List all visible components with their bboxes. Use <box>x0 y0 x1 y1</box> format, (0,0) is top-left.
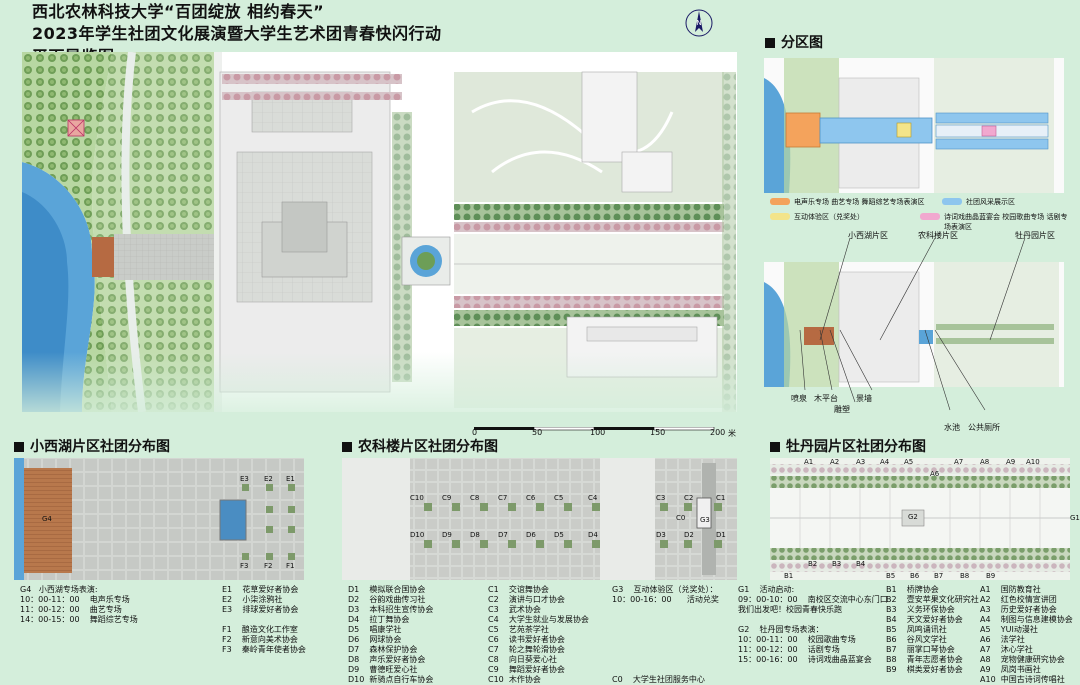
map-code-B6: B6 <box>910 572 920 580</box>
facility-toilet: 公共厕所 <box>968 423 1000 432</box>
zone-label-mudan: 牡丹园片区 <box>1015 231 1055 240</box>
map-code-E3: E3 <box>240 475 249 483</box>
zone-map-title: 分区图 <box>765 32 823 52</box>
scale-tick-200: 200 <box>710 428 726 437</box>
map-code-B5: B5 <box>886 572 896 580</box>
map-code-B8: B8 <box>960 572 970 580</box>
nongke-section-title: 农科楼片区社团分布图 <box>342 436 498 456</box>
north-arrow-icon: N <box>684 8 714 38</box>
facility-wall: 景墙 <box>856 394 872 403</box>
map-code-A9: A9 <box>1006 458 1016 466</box>
mudan-legend-g: G1 活动启动: 09：00-10：00 南校区交流中心东门口 我们出发吧！校园… <box>738 585 888 664</box>
map-code-B4: B4 <box>856 560 866 568</box>
nongke-map: C10 C9 C8 C7 C6 C5 C4 D10 D9 D8 D7 D6 D5… <box>342 458 737 580</box>
map-code-A6: A6 <box>930 470 940 478</box>
map-code-E1: E1 <box>286 475 295 483</box>
map-code-D6: D6 <box>526 531 536 539</box>
map-code-G1: G1 <box>1070 514 1080 522</box>
map-code-C10: C10 <box>410 494 424 502</box>
legend-drama: 诗词戏曲晶蓝宴会 校园歌曲专场 话剧专场表演区 <box>944 213 1068 231</box>
map-code-D4: D4 <box>588 531 598 539</box>
mudan-legend-b: B1 桥牌协会 B2 壹安苹果文化研究社 B3 义务环保协会 B4 天文爱好者协… <box>886 585 979 674</box>
legend-swatch-drama <box>920 213 940 220</box>
legend-swatch-performance <box>770 198 790 205</box>
facility-fountain: 喷泉 <box>791 394 807 403</box>
zone-map <box>764 58 1064 193</box>
map-code-B9: B9 <box>986 572 996 580</box>
legend-interactive: 互动体验区（兑奖处） <box>794 213 864 221</box>
legend-performance: 电声乐专场 曲艺专场 舞蹈综艺专场表演区 <box>794 198 925 206</box>
map-code-F3: F3 <box>240 562 249 570</box>
legend-swatch-interactive <box>770 213 790 220</box>
mudan-legend-a: A1 国防教育社 A2 红色校情宣讲团 A3 历史爱好者协会 A4 制图与信息建… <box>980 585 1073 684</box>
leader-lines <box>799 237 1026 411</box>
map-code-A2: A2 <box>830 458 840 466</box>
map-code-C4: C4 <box>588 494 598 502</box>
mudan-section-title: 牡丹园片区社团分布图 <box>770 436 926 456</box>
map-code-F1: F1 <box>286 562 295 570</box>
mudan-map: A1 A2 A3 A4 A5 A6 A7 A8 A9 A10 B1 B2 B3 … <box>770 458 1080 580</box>
north-arrow-label: N <box>696 19 701 27</box>
map-code-A10: A10 <box>1026 458 1040 466</box>
map-code-C9: C9 <box>442 494 452 502</box>
map-code-B3: B3 <box>832 560 842 568</box>
facilities-map <box>764 262 1064 387</box>
map-code-C5: C5 <box>554 494 564 502</box>
facility-pool: 水池 <box>944 423 960 432</box>
map-code-C8: C8 <box>470 494 480 502</box>
map-code-B7: B7 <box>934 572 944 580</box>
map-code-G2: G2 <box>908 513 918 521</box>
map-code-A5: A5 <box>904 458 914 466</box>
legend-exhibition: 社团风采展示区 <box>966 198 1015 206</box>
map-code-D2: D2 <box>684 531 694 539</box>
facility-sculpture: 雕塑 <box>834 405 850 414</box>
map-code-A4: A4 <box>880 458 890 466</box>
map-code-B2: B2 <box>808 560 818 568</box>
map-code-A1: A1 <box>804 458 814 466</box>
legend-swatch-exhibition <box>942 198 962 205</box>
map-code-C6: C6 <box>526 494 536 502</box>
main-site-plan <box>22 51 737 413</box>
zone-legend: 电声乐专场 曲艺专场 舞蹈综艺专场表演区 社团风采展示区 互动体验区（兑奖处） … <box>770 198 1070 231</box>
scale-tick-0: 0 <box>472 428 478 437</box>
scale-tick-150: 150 <box>650 428 666 437</box>
title-line-1: 西北农林科技大学“百团绽放 相约春天” <box>32 2 325 21</box>
title-line-2: 2023年学生社团文化展演暨大学生艺术团青春快闪行动 <box>32 24 442 43</box>
map-code-D8: D8 <box>470 531 480 539</box>
scale-tick-50: 50 <box>532 428 543 437</box>
xixihu-legend-clubs: E1 花草爱好者协会 E2 小柒涂鸦社 E3 排球爱好者协会 F1 酿造文化工作… <box>222 585 306 654</box>
map-code-B1: B1 <box>784 572 794 580</box>
zone-label-xixihu: 小西湖片区 <box>848 231 888 240</box>
scale-tick-100: 100 <box>590 428 606 437</box>
map-code-A3: A3 <box>856 458 866 466</box>
map-code-D10: D10 <box>410 531 425 539</box>
map-code-C0: C0 <box>676 514 686 522</box>
map-code-A8: A8 <box>980 458 990 466</box>
map-code-A7: A7 <box>954 458 964 466</box>
xixihu-section-title: 小西湖片区社团分布图 <box>14 436 170 456</box>
nongke-legend-c: C1 交谊舞协会 C2 演讲与口才协会 C3 武术协会 C4 大学生就业与发展协… <box>488 585 589 684</box>
xixihu-map: G4 E3 E2 E1 F3 F2 F1 <box>14 458 304 580</box>
map-code-D1: D1 <box>716 531 726 539</box>
xixihu-legend-performances: G4 小西湖专场表演: 10：00-11：00 电声乐专场 11：00-12：0… <box>20 585 138 624</box>
nongke-legend-d: D1 模拟联合国协会 D2 谷韵戏曲传习社 D3 本科招生宣传协会 D4 拉丁舞… <box>348 585 434 684</box>
map-code-D9: D9 <box>442 531 452 539</box>
map-code-G3: G3 <box>700 516 710 524</box>
map-code-C2: C2 <box>684 494 694 502</box>
zone-label-nongke: 农科楼片区 <box>918 231 958 240</box>
map-code-C7: C7 <box>498 494 508 502</box>
map-code-G4: G4 <box>42 515 52 523</box>
nongke-legend-g3: G3 互动体验区（兑奖处）： 10：00-16：00 活动兑奖 C0 大学生社团… <box>612 585 719 684</box>
scale-bar: 0 50 100 150 200 米 <box>470 424 740 444</box>
map-code-C1: C1 <box>716 494 726 502</box>
map-code-D7: D7 <box>498 531 508 539</box>
map-code-D3: D3 <box>656 531 666 539</box>
map-code-C3: C3 <box>656 494 666 502</box>
map-code-F2: F2 <box>264 562 273 570</box>
facility-deck: 木平台 <box>814 394 838 403</box>
map-code-E2: E2 <box>264 475 273 483</box>
map-code-D5: D5 <box>554 531 564 539</box>
scale-unit: 米 <box>728 429 736 438</box>
